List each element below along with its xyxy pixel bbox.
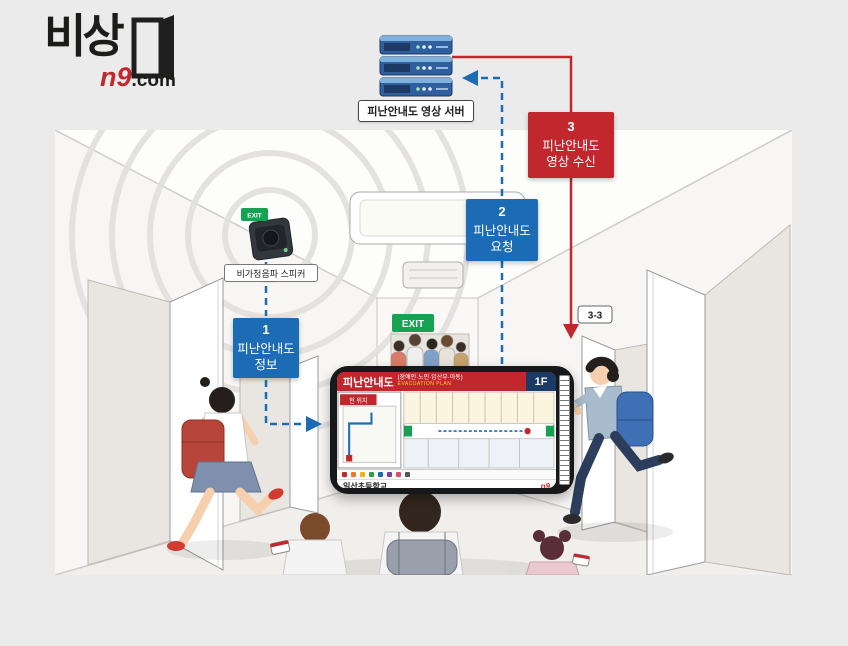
step3-box: 3 피난안내도 영상 수신 — [528, 112, 614, 178]
map-footer: 일산초등학교 n9 — [337, 479, 556, 488]
logo-korean-text: 비상 — [44, 10, 125, 62]
ceiling-vent — [402, 261, 464, 289]
right-front-door — [646, 269, 706, 575]
map-title: 피난안내도 — [343, 376, 394, 389]
exit-sign — [392, 314, 434, 332]
legend-swatch — [405, 472, 410, 477]
legend-swatch — [387, 472, 392, 477]
step3-line2: 영상 수신 — [546, 155, 596, 170]
step2-line2: 요청 — [490, 240, 514, 255]
speaker-exit-sticker-label: EXIT — [247, 213, 261, 220]
step3-number: 3 — [567, 119, 575, 135]
kid-with-phone-right — [525, 530, 590, 575]
legend-swatch — [342, 472, 347, 477]
evacuation-map-drawing: 현 위치 — [337, 391, 555, 469]
map-subtitle: (장애인·노인·임산부·아동) — [397, 375, 463, 382]
speaker-exit-sticker — [241, 208, 268, 221]
door-icon — [131, 15, 174, 81]
speaker-label: 비가청음파 스피커 — [224, 264, 318, 282]
map-subtitle-en: EVACUATION PLAN — [397, 381, 452, 388]
map-header: 피난안내도 (장애인·노인·임산부·아동) EVACUATION PLAN 1F — [337, 372, 556, 391]
floor-badge: 1F — [526, 372, 556, 391]
exit-marker-right — [545, 425, 554, 437]
step2-line1: 피난안내도 — [473, 224, 531, 239]
step1-line1: 피난안내도 — [237, 342, 295, 357]
step2-number: 2 — [498, 204, 506, 220]
running-girl — [167, 377, 284, 551]
exit-marker-left — [403, 425, 413, 437]
room-sign-label: 3-3 — [588, 311, 603, 322]
school-name: 일산초등학교 — [343, 482, 388, 488]
kid-with-phone-left — [270, 513, 348, 575]
smartphone: 피난안내도 (장애인·노인·임산부·아동) EVACUATION PLAN 1F… — [330, 366, 574, 494]
hallway-scene: EXIT 3-3 — [55, 130, 792, 575]
footer-brand: n9 — [540, 482, 550, 488]
step1-box: 1 피난안내도 정보 — [233, 318, 299, 378]
legend-swatch — [360, 472, 365, 477]
brand-logo: 비상 n9.com — [44, 12, 254, 104]
legend-swatch — [378, 472, 383, 477]
legend-swatch — [369, 472, 374, 477]
inaudible-speaker-icon: EXIT — [241, 208, 294, 261]
room-sign-plate — [577, 305, 613, 324]
legend-swatch — [396, 472, 401, 477]
logo-com-text: .com — [131, 70, 176, 91]
phone-screen: 피난안내도 (장애인·노인·임산부·아동) EVACUATION PLAN 1F… — [337, 372, 556, 488]
step1-line2: 정보 — [254, 358, 278, 373]
evacuation-map: 현 위치 — [337, 391, 556, 469]
legend-swatch — [351, 472, 356, 477]
logo-n9-text: n9 — [100, 62, 132, 92]
server-label: 피난안내도 영상 서버 — [358, 100, 474, 122]
step1-number: 1 — [262, 322, 270, 338]
server-icon — [379, 35, 453, 97]
current-location-tag — [340, 394, 377, 406]
current-location-label: 현 위치 — [349, 395, 367, 404]
map-legend — [337, 469, 556, 479]
exit-sign-label: EXIT — [402, 319, 424, 330]
left-mid-door — [289, 355, 319, 514]
step2-box: 2 피난안내도 요청 — [466, 199, 538, 261]
ruler-strip — [559, 375, 570, 485]
kid-with-backpack-center — [378, 491, 464, 575]
step3-line1: 피난안내도 — [542, 139, 600, 154]
